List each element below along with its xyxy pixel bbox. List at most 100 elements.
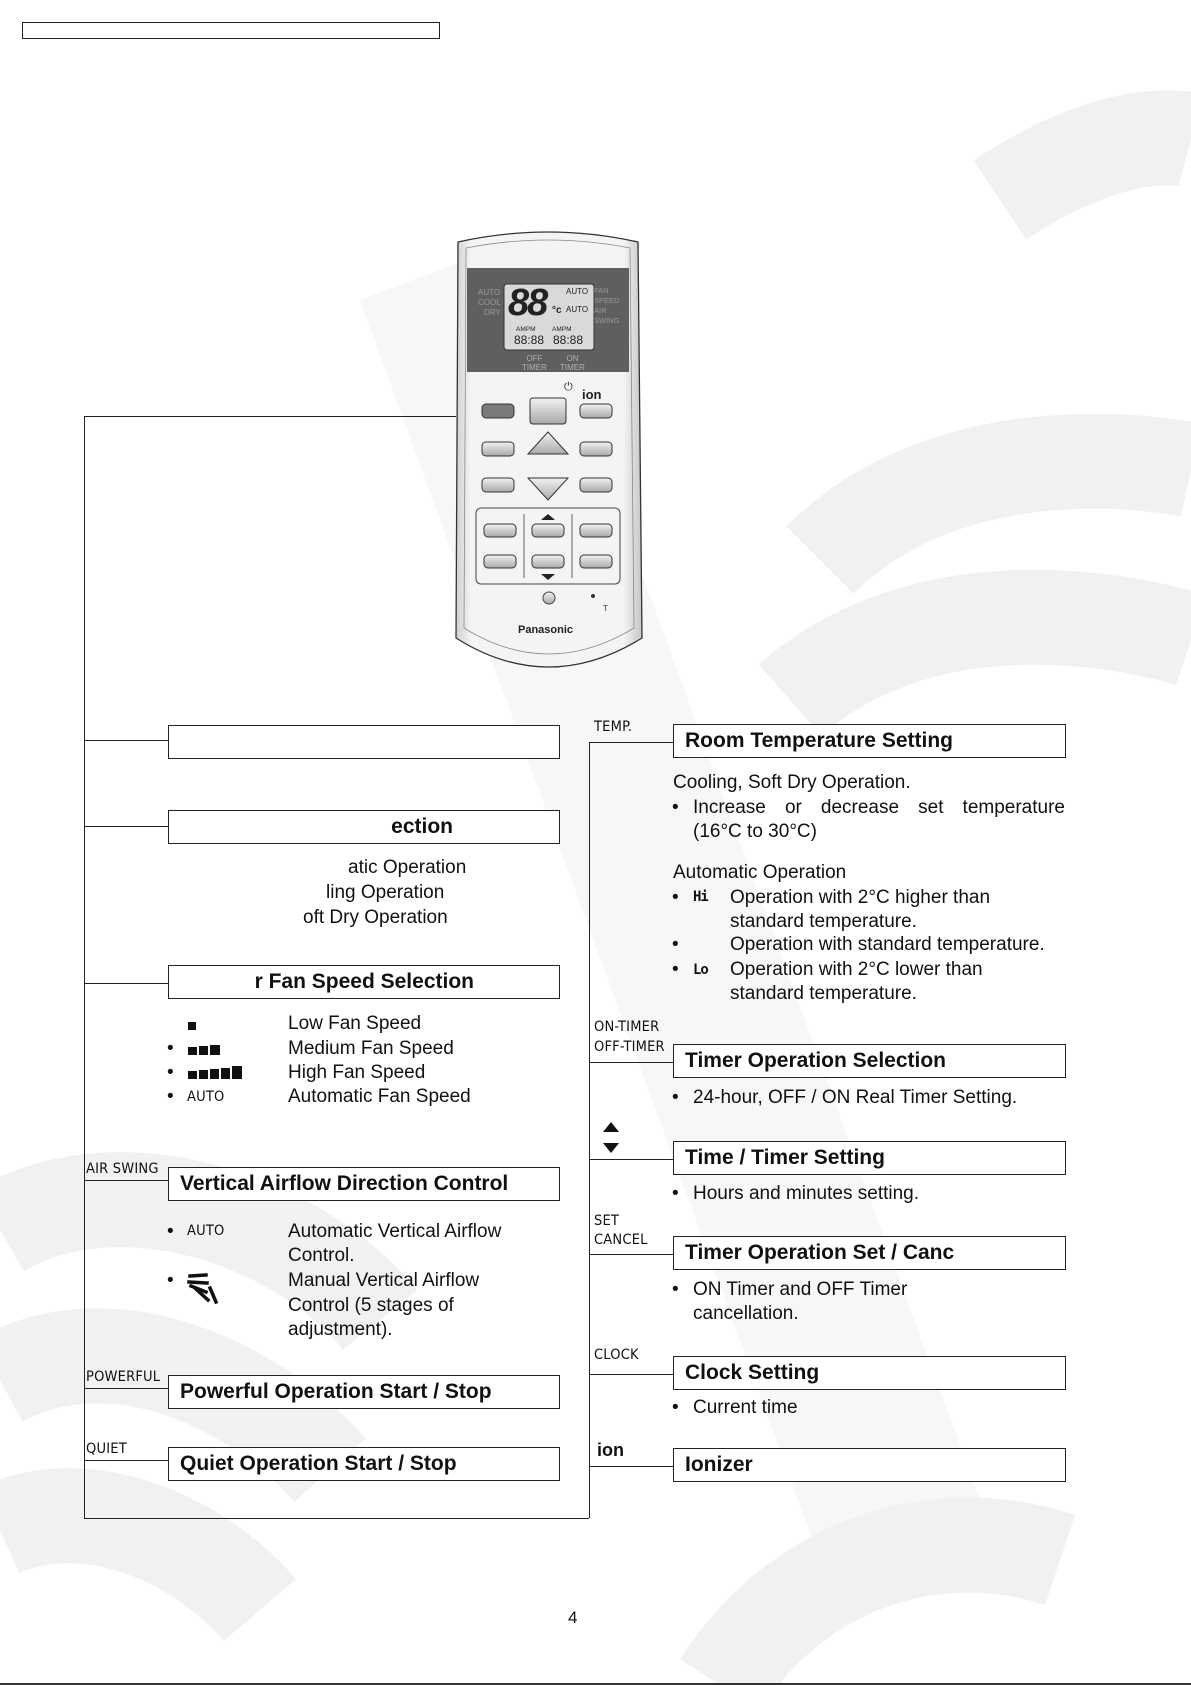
swing-auto-icon: AUTO	[187, 1223, 225, 1239]
fan-auto-label: Automatic Fan Speed	[288, 1086, 471, 1107]
cool-dry-heading: Cooling, Soft Dry Operation.	[673, 772, 911, 793]
connector-box2	[84, 826, 168, 827]
fan-high-label: High Fan Speed	[288, 1062, 426, 1083]
swing-auto-line1: Automatic Vertical Airflow	[288, 1221, 502, 1242]
air-swing-tag: AIR SWING	[86, 1161, 159, 1177]
bullet: •	[167, 1062, 174, 1083]
timer-selection-box: Timer Operation Selection	[673, 1044, 1066, 1078]
bullet: •	[672, 1183, 679, 1204]
lcd-mode-labels: AUTO COOL DRY	[478, 288, 501, 317]
connector-box5	[84, 1388, 168, 1389]
fan-low-icon	[188, 1022, 196, 1030]
header-box	[22, 22, 440, 39]
remote-control-illustration	[455, 231, 643, 668]
fan-auto-icon: AUTO	[187, 1089, 225, 1105]
left-connector-line	[84, 416, 85, 1518]
swing-manual-line3: adjustment).	[288, 1319, 393, 1340]
lcd-right-labels: FAN SPEED AIR SWING	[594, 286, 620, 325]
bullet: •	[672, 797, 679, 818]
mode-item-cool: ling Operation	[326, 882, 445, 903]
remote-corner-t: T	[603, 604, 608, 613]
set-cancel-line1: ON Timer and OFF Timer	[693, 1279, 908, 1300]
fan-medium-label: Medium Fan Speed	[288, 1038, 454, 1059]
quiet-tag: QUIET	[86, 1441, 127, 1457]
mode-selection-box: ection	[168, 810, 560, 844]
mode-item-auto: atic Operation	[348, 857, 467, 878]
connector-box1	[84, 740, 168, 741]
lcd-auto-fan: AUTO	[566, 287, 589, 296]
connector-rbox1	[589, 742, 673, 743]
connector-box4	[84, 1180, 168, 1181]
bullet: •	[672, 934, 679, 955]
fan-high-icon	[188, 1066, 242, 1079]
connector-rbox3	[589, 1159, 673, 1160]
swing-auto-line2: Control.	[288, 1245, 355, 1266]
auto-lo-line2: standard temperature.	[730, 983, 917, 1004]
up-down-arrows-icon	[603, 1122, 619, 1153]
off-timer-label: OFF TIMER	[522, 354, 547, 372]
lo-icon: Lo	[693, 962, 709, 978]
bullet: •	[167, 1086, 174, 1107]
remote-ion-label: ion	[582, 387, 602, 402]
lcd-auto-swing: AUTO	[566, 305, 589, 314]
auto-lo-line1: Operation with 2°C lower than	[730, 959, 983, 980]
lcd-temperature-digits: 88	[508, 282, 548, 324]
on-timer-tag: ON-TIMER	[594, 1019, 660, 1035]
clock-setting-desc: Current time	[693, 1397, 798, 1418]
time-timer-setting-box: Time / Timer Setting	[673, 1141, 1066, 1175]
swing-manual-line1: Manual Vertical Airflow	[288, 1270, 480, 1291]
ionizer-box: Ionizer	[673, 1448, 1066, 1482]
fan-medium-icon	[188, 1045, 220, 1055]
page-bottom-rule	[0, 1683, 1191, 1685]
ion-tag: ion	[597, 1440, 624, 1460]
lcd-ampm-2: AMPM	[552, 326, 572, 333]
bullet: •	[672, 1087, 679, 1108]
clock-setting-box: Clock Setting	[673, 1356, 1066, 1390]
connector-box6	[84, 1460, 168, 1461]
auto-hi-line1: Operation with 2°C higher than	[730, 887, 991, 908]
lcd-unit: °c	[552, 305, 562, 316]
on-timer-label: ON TIMER	[560, 354, 585, 372]
powerful-tag: POWERFUL	[86, 1369, 161, 1385]
right-connector-line	[589, 742, 590, 1518]
lcd-on-time: 88:88	[553, 333, 584, 347]
bullet: •	[167, 1221, 174, 1242]
connector-rbox2	[589, 1062, 673, 1063]
lcd-ampm-1: AMPM	[516, 326, 536, 333]
fan-low-label: Low Fan Speed	[288, 1013, 422, 1034]
bullet: •	[672, 959, 679, 980]
auto-std-line: Operation with standard temperature.	[730, 934, 1045, 955]
left-top-connector	[84, 416, 456, 417]
off-timer-tag: OFF-TIMER	[594, 1039, 665, 1055]
timer-selection-desc: 24-hour, OFF / ON Real Timer Setting.	[693, 1087, 1018, 1108]
mode-item-dry: oft Dry Operation	[303, 907, 448, 928]
temp-range-line1: Increase or decrease set temperature	[693, 797, 1065, 818]
page-number: 4	[568, 1608, 578, 1627]
bullet: •	[672, 1397, 679, 1418]
lcd-off-time: 88:88	[514, 333, 545, 347]
connector-box3	[84, 983, 168, 984]
cancel-tag: CANCEL	[594, 1232, 648, 1248]
bullet: •	[167, 1038, 174, 1059]
power-icon: ⏻	[564, 381, 573, 393]
powerful-operation-box: Powerful Operation Start / Stop	[168, 1375, 560, 1409]
temp-tag: TEMP.	[594, 719, 633, 735]
swing-manual-line2: Control (5 stages of	[288, 1295, 454, 1316]
set-tag: SET	[594, 1213, 620, 1229]
bullet: •	[672, 1279, 679, 1300]
bottom-connector	[84, 1518, 589, 1519]
fan-speed-selection-box: r Fan Speed Selection	[168, 965, 560, 999]
temp-range-line2: (16°C to 30°C)	[693, 821, 817, 842]
quiet-operation-box: Quiet Operation Start / Stop	[168, 1447, 560, 1481]
auto-hi-line2: standard temperature.	[730, 911, 917, 932]
connector-rbox5	[589, 1374, 673, 1375]
time-setting-desc: Hours and minutes setting.	[693, 1183, 920, 1204]
hi-icon: Hi	[693, 889, 709, 905]
vertical-airflow-box: Vertical Airflow Direction Control	[168, 1167, 560, 1201]
room-temperature-box: Room Temperature Setting	[673, 724, 1066, 758]
bullet: •	[167, 1270, 174, 1291]
connector-rbox6	[589, 1466, 673, 1467]
bullet: •	[672, 887, 679, 908]
set-cancel-line2: cancellation.	[693, 1303, 799, 1324]
blank-section-box	[168, 725, 560, 759]
